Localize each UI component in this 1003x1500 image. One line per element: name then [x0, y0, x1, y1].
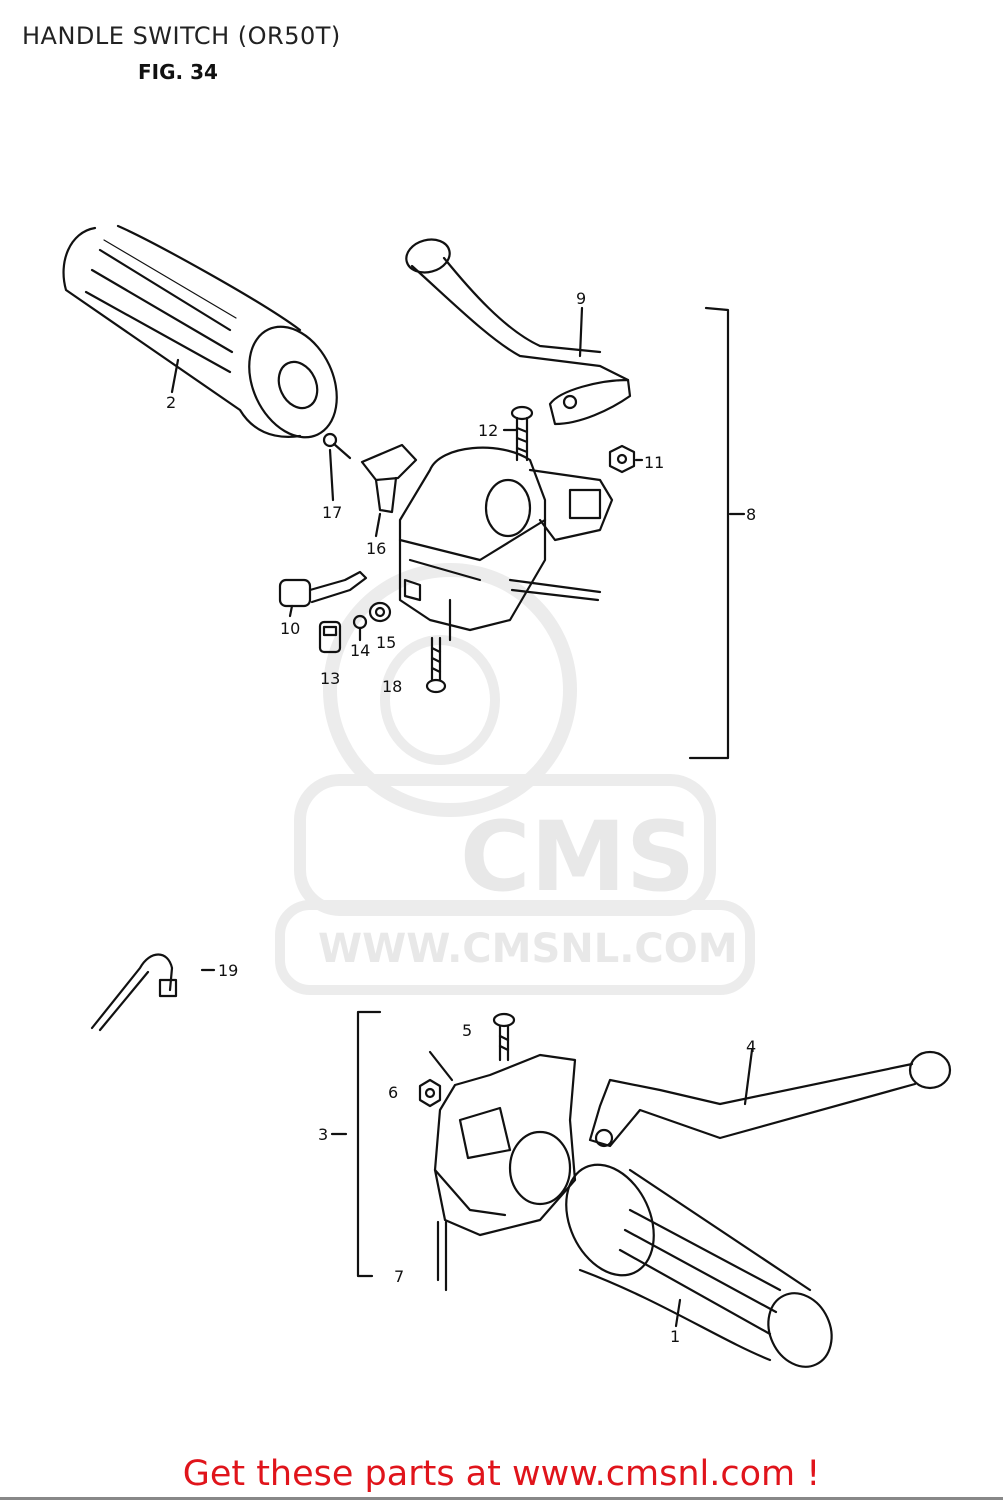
bracket-part-8: [688, 306, 730, 760]
callout-11: 11: [644, 453, 664, 472]
left-grip-part-2: [62, 224, 338, 439]
right-grip-part-1: [565, 1163, 833, 1368]
nut-part-6: [418, 1050, 454, 1108]
connector-part-10: [278, 570, 368, 608]
callout-18: 18: [382, 677, 402, 696]
page-title: HANDLE SWITCH (OR50T): [22, 22, 341, 50]
parts-diagram: CMS WWW.CMSNL.COM: [62, 224, 952, 1368]
nut-part-11: [608, 444, 636, 474]
small-part-14: [352, 614, 368, 642]
callout-10: 10: [280, 619, 300, 638]
lower-lever-part-4: [588, 1050, 952, 1148]
callout-8: 8: [746, 505, 756, 524]
callout-1: 1: [670, 1327, 680, 1346]
bracket-part-3: [356, 1010, 382, 1278]
leader-2: [170, 358, 180, 394]
figure-label: FIG. 34: [138, 60, 218, 84]
leader-17: [328, 448, 335, 502]
callout-7: 7: [394, 1267, 404, 1286]
callout-4: 4: [746, 1037, 756, 1056]
cmsnl-parts-link[interactable]: Get these parts at www.cmsnl.com !: [182, 1454, 821, 1494]
callout-9: 9: [576, 289, 586, 308]
callout-6: 6: [388, 1083, 398, 1102]
cmsnl-watermark: CMS WWW.CMSNL.COM: [275, 563, 755, 995]
callout-3: 3: [318, 1125, 328, 1144]
leader-10: [288, 604, 294, 618]
switch-part-13: [318, 620, 342, 654]
leader-1: [674, 1298, 682, 1328]
leader-9: [578, 306, 584, 358]
screw-part-5: [492, 1012, 516, 1062]
bushing-part-15: [368, 601, 392, 623]
switch-housing-part-8: [398, 446, 614, 642]
watermark-url-text: WWW.CMSNL.COM: [318, 926, 738, 972]
button-part-16: [360, 443, 418, 514]
leader-4: [743, 1048, 754, 1106]
leader-16: [374, 512, 382, 538]
callout-2: 2: [166, 393, 176, 412]
screw-part-17: [322, 432, 352, 460]
callout-5: 5: [462, 1021, 472, 1040]
callout-14: 14: [350, 641, 370, 660]
callout-15: 15: [376, 633, 396, 652]
callout-17: 17: [322, 503, 342, 522]
screw-part-18: [425, 636, 447, 694]
bottom-divider: [0, 1497, 1003, 1500]
callout-13: 13: [320, 669, 340, 688]
callout-12: 12: [478, 421, 498, 440]
callout-16: 16: [366, 539, 386, 558]
callout-19: 19: [218, 961, 238, 980]
wire-part-19: [90, 953, 178, 1032]
watermark-logo-text: CMS: [460, 801, 695, 913]
callout-labels: 2 9 12 11 8 17 16 10 14 15 13 18 19 5 4 …: [166, 289, 756, 1346]
lower-switch-housing-part-3: [433, 1053, 577, 1292]
upper-lever-part-9: [405, 238, 632, 426]
